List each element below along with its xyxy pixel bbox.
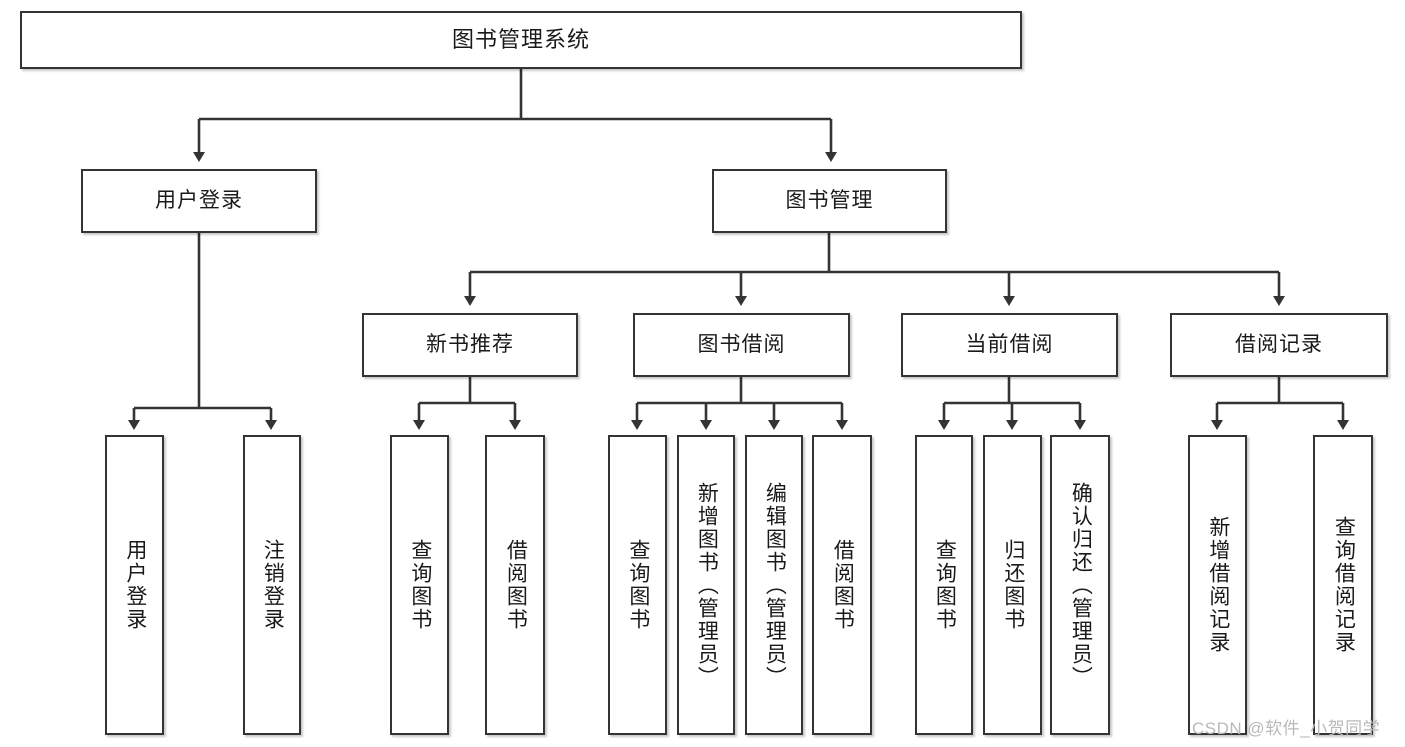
node-new-book-rec-label: 新书推荐 bbox=[426, 332, 514, 356]
node-leaf-query-book-2[interactable]: 查询图书 bbox=[608, 435, 667, 735]
node-leaf-edit-book-label: 编辑图书（管理员） bbox=[763, 481, 787, 689]
node-book-borrow[interactable]: 图书借阅 bbox=[633, 313, 850, 377]
node-leaf-query-book-3[interactable]: 查询图书 bbox=[915, 435, 973, 735]
node-leaf-logout[interactable]: 注销登录 bbox=[243, 435, 301, 735]
node-leaf-borrow-book-1-label: 借阅图书 bbox=[504, 539, 528, 631]
node-current-borrow-label: 当前借阅 bbox=[965, 332, 1054, 356]
node-borrow-record-label: 借阅记录 bbox=[1235, 332, 1323, 356]
node-book-borrow-label: 图书借阅 bbox=[697, 332, 786, 356]
node-leaf-borrow-book-2-label: 借阅图书 bbox=[831, 539, 855, 631]
node-leaf-add-book[interactable]: 新增图书（管理员） bbox=[677, 435, 735, 735]
node-leaf-query-book-1-label: 查询图书 bbox=[408, 539, 432, 631]
node-leaf-add-record[interactable]: 新增借阅记录 bbox=[1188, 435, 1247, 735]
csdn-watermark: CSDN @软件_小贺同学 bbox=[1192, 719, 1381, 738]
node-leaf-query-book-2-label: 查询图书 bbox=[626, 539, 650, 631]
node-leaf-logout-label: 注销登录 bbox=[261, 539, 285, 631]
node-leaf-query-record[interactable]: 查询借阅记录 bbox=[1313, 435, 1373, 735]
node-leaf-user-login[interactable]: 用户登录 bbox=[105, 435, 164, 735]
node-leaf-query-record-label: 查询借阅记录 bbox=[1332, 516, 1356, 654]
node-leaf-return-book[interactable]: 归还图书 bbox=[983, 435, 1042, 735]
node-new-book-rec[interactable]: 新书推荐 bbox=[362, 313, 578, 377]
node-user-login-label: 用户登录 bbox=[155, 188, 243, 212]
node-leaf-query-book-3-label: 查询图书 bbox=[933, 539, 957, 631]
node-leaf-return-book-label: 归还图书 bbox=[1001, 539, 1025, 631]
node-leaf-confirm-return-label: 确认归还（管理员） bbox=[1069, 481, 1093, 689]
node-leaf-query-book-1[interactable]: 查询图书 bbox=[390, 435, 449, 735]
node-book-manage[interactable]: 图书管理 bbox=[712, 169, 947, 233]
node-book-manage-label: 图书管理 bbox=[785, 188, 874, 212]
node-user-login[interactable]: 用户登录 bbox=[81, 169, 317, 233]
node-leaf-borrow-book-2[interactable]: 借阅图书 bbox=[812, 435, 872, 735]
node-borrow-record[interactable]: 借阅记录 bbox=[1170, 313, 1388, 377]
node-leaf-confirm-return[interactable]: 确认归还（管理员） bbox=[1050, 435, 1110, 735]
node-root[interactable]: 图书管理系统 bbox=[20, 11, 1022, 69]
node-root-label: 图书管理系统 bbox=[451, 27, 590, 53]
node-leaf-user-login-label: 用户登录 bbox=[123, 539, 147, 631]
node-leaf-add-record-label: 新增借阅记录 bbox=[1206, 516, 1230, 654]
node-leaf-edit-book[interactable]: 编辑图书（管理员） bbox=[745, 435, 803, 735]
node-leaf-borrow-book-1[interactable]: 借阅图书 bbox=[485, 435, 545, 735]
node-leaf-add-book-label: 新增图书（管理员） bbox=[695, 481, 719, 689]
node-current-borrow[interactable]: 当前借阅 bbox=[901, 313, 1118, 377]
